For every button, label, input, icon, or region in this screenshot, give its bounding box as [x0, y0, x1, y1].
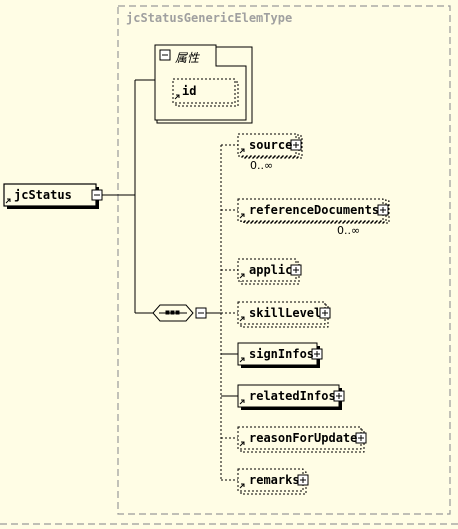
reference-arrow-icon — [239, 273, 245, 279]
sequence-collapse-icon[interactable] — [195, 307, 207, 319]
child-element-source[interactable] — [237, 133, 303, 159]
expand-icon[interactable] — [333, 390, 345, 402]
child-element-skillLevel[interactable] — [237, 301, 331, 328]
attribute-group-title: 属性 — [175, 51, 200, 65]
child-element-relatedInfos[interactable] — [237, 384, 345, 410]
cardinality-label: 0..∞ — [250, 159, 274, 172]
child-element-label: relatedInfos — [249, 389, 336, 403]
reference-arrow-icon — [239, 213, 245, 219]
reference-arrow-icon — [239, 399, 245, 405]
root-element-label: jcStatus — [14, 188, 72, 202]
child-element-label: referenceDocuments — [249, 203, 380, 217]
root-collapse-icon[interactable] — [91, 189, 103, 201]
root-connectors — [102, 79, 155, 314]
child-element-label: source — [249, 138, 293, 152]
expand-icon[interactable] — [355, 432, 367, 444]
reference-arrow-icon — [239, 441, 245, 447]
expand-icon[interactable] — [311, 348, 323, 360]
child-element-applic[interactable] — [237, 258, 302, 285]
attribute-collapse-icon[interactable] — [159, 49, 171, 61]
child-element-referenceDocuments[interactable] — [237, 198, 390, 224]
sequence-icon — [159, 310, 187, 315]
expand-icon[interactable] — [290, 139, 302, 151]
reference-arrow-icon — [239, 148, 245, 154]
complex-type-frame — [117, 5, 451, 515]
expand-icon[interactable] — [297, 474, 309, 486]
reference-arrow-icon — [174, 94, 180, 100]
child-element-remarks[interactable] — [237, 468, 309, 495]
reference-arrow-icon — [239, 483, 245, 489]
child-element-label: remarks — [249, 473, 300, 487]
complex-type-title: jcStatusGenericElemType — [126, 11, 293, 25]
child-element-label: applic — [249, 263, 293, 277]
reference-arrow-icon — [239, 357, 245, 363]
attribute-id-box[interactable] — [172, 78, 236, 104]
child-element-label: skillLevel — [249, 306, 322, 320]
attribute-id-label: id — [182, 84, 197, 98]
reference-arrow-icon — [239, 316, 245, 322]
expand-icon[interactable] — [319, 307, 331, 319]
expand-icon[interactable] — [377, 204, 389, 216]
child-element-label: reasonForUpdate — [249, 431, 358, 445]
cardinality-label: 0..∞ — [337, 224, 361, 237]
child-elements — [237, 133, 390, 495]
reference-arrow-icon — [5, 198, 11, 204]
child-element-signInfos[interactable] — [237, 342, 323, 368]
child-element-label: signInfos — [249, 347, 315, 361]
child-element-reasonForUpdate[interactable] — [237, 426, 367, 453]
children-bus — [220, 144, 238, 481]
expand-icon[interactable] — [290, 264, 302, 276]
